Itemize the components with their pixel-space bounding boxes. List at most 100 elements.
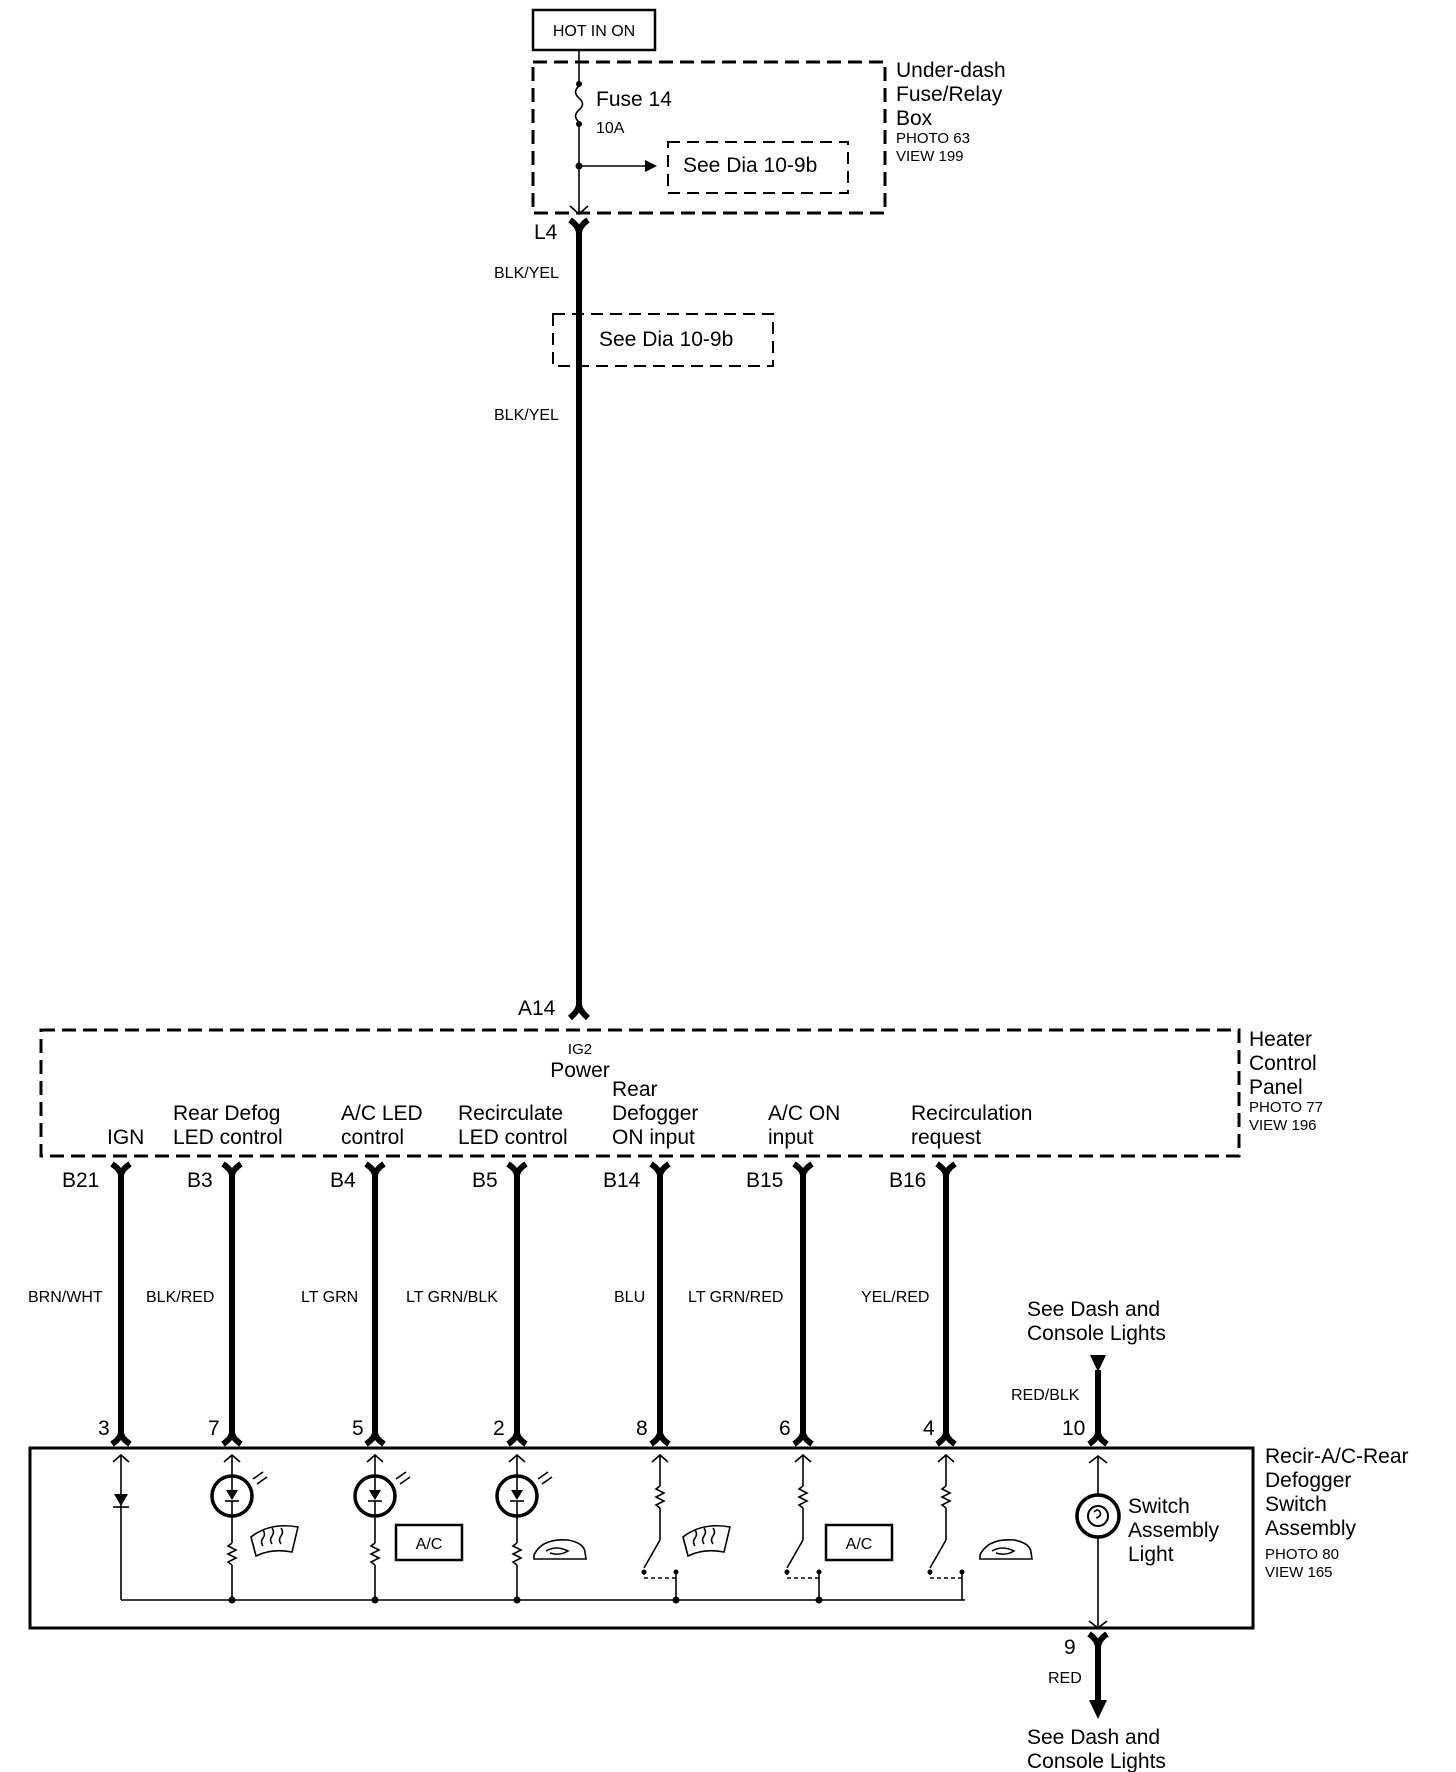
rear-defogger-switch-symbol-icon bbox=[682, 1524, 731, 1558]
dash-lights-top-2: Console Lights bbox=[1027, 1322, 1166, 1345]
function-ac-on-1: A/C ON bbox=[768, 1102, 840, 1125]
signal-wire-4 bbox=[506, 1161, 528, 1463]
pin-b14: B14 bbox=[603, 1169, 641, 1192]
power-source-label: HOT IN ON bbox=[553, 23, 635, 40]
switch-assembly-view: VIEW 165 bbox=[1265, 1564, 1333, 1581]
wire-color-lt-grn-blk: LT GRN/BLK bbox=[406, 1289, 498, 1306]
switch-pin-4: 4 bbox=[923, 1417, 935, 1440]
function-ign: IGN bbox=[107, 1126, 144, 1149]
signal-wires bbox=[110, 1161, 957, 1463]
wire-color-blk-red: BLK/RED bbox=[146, 1289, 214, 1306]
function-ac-led-2: control bbox=[341, 1126, 404, 1149]
dash-lights-top-1: See Dash and bbox=[1027, 1298, 1160, 1321]
wire-color-yel-red: YEL/RED bbox=[861, 1289, 929, 1306]
heater-panel-title-1: Heater bbox=[1249, 1028, 1312, 1051]
heater-panel-photo: PHOTO 77 bbox=[1249, 1099, 1323, 1116]
main-wire-color-1: BLK/YEL bbox=[494, 265, 559, 282]
switch-pin-5: 5 bbox=[352, 1417, 364, 1440]
fuse-box-title-2: Fuse/Relay bbox=[896, 83, 1003, 106]
ac-on-switch-icon bbox=[784, 1456, 822, 1600]
heater-panel-outline bbox=[39, 1028, 1241, 1158]
ac-led-icon bbox=[353, 1456, 411, 1600]
switch-assembly-outline bbox=[28, 1446, 1255, 1630]
signal-wire-3 bbox=[364, 1161, 386, 1463]
heater-panel-view: VIEW 196 bbox=[1249, 1117, 1317, 1134]
rear-defogger-icon bbox=[250, 1524, 299, 1558]
fuse-box-outline bbox=[531, 60, 887, 215]
pin-b16: B16 bbox=[889, 1169, 926, 1192]
dash-lights-bottom-1: See Dash and bbox=[1027, 1726, 1160, 1749]
dash-lights-bottom-2: Console Lights bbox=[1027, 1750, 1166, 1772]
see-dia-label-1[interactable]: See Dia 10-9b bbox=[683, 154, 817, 177]
rear-defog-led-icon bbox=[210, 1456, 268, 1600]
signal-wire-7 bbox=[935, 1161, 957, 1463]
fuse-name: Fuse 14 bbox=[596, 88, 672, 111]
wire-color-blu: BLU bbox=[614, 1289, 645, 1306]
switch-pin-10: 10 bbox=[1062, 1417, 1085, 1440]
wire-color-brn-wht: BRN/WHT bbox=[28, 1289, 103, 1306]
switch-assembly-title-3: Switch bbox=[1265, 1493, 1327, 1516]
wire-color-lt-grn: LT GRN bbox=[301, 1289, 358, 1306]
fuse-box-title-3: Box bbox=[896, 107, 933, 130]
power-source-box bbox=[531, 8, 657, 52]
recirculation-switch-icon bbox=[927, 1456, 965, 1600]
fuse-rating: 10A bbox=[596, 120, 625, 137]
main-wire-color-2: BLK/YEL bbox=[494, 407, 559, 424]
recirculation-car-icon bbox=[533, 1538, 587, 1560]
switch-pin-9: 9 bbox=[1064, 1636, 1076, 1659]
wire-color-lt-grn-red: LT GRN/RED bbox=[688, 1289, 783, 1306]
switch-assembly-title-1: Recir-A/C-Rear bbox=[1265, 1445, 1409, 1468]
switch-pin-7: 7 bbox=[208, 1417, 220, 1440]
dash-lights-bottom-wire: RED bbox=[1048, 1670, 1082, 1687]
pin-b21: B21 bbox=[62, 1169, 99, 1192]
function-ac-led-1: A/C LED bbox=[341, 1102, 423, 1125]
dash-lights-top-wire: RED/BLK bbox=[1011, 1387, 1080, 1404]
pin-b5: B5 bbox=[472, 1169, 498, 1192]
function-rear-defogger-1: Rear bbox=[612, 1078, 658, 1101]
ac-indicator-label: A/C bbox=[416, 1536, 443, 1553]
function-recirculate-led-1: Recirculate bbox=[458, 1102, 563, 1125]
ac-switch-box bbox=[824, 1523, 894, 1562]
heater-panel-title-3: Panel bbox=[1249, 1076, 1303, 1099]
see-dia-box-2[interactable] bbox=[552, 313, 774, 367]
signal-wire-6 bbox=[792, 1161, 814, 1463]
signal-wire-1 bbox=[110, 1161, 132, 1463]
fuse-box-view: VIEW 199 bbox=[896, 148, 964, 165]
function-recirc-request-1: Recirculation bbox=[911, 1102, 1032, 1125]
light-label-1: Switch bbox=[1128, 1495, 1190, 1518]
light-bulb-icon bbox=[1075, 1493, 1121, 1539]
function-ac-on-2: input bbox=[768, 1126, 814, 1149]
switch-internals: A/C A/C Switch Assembly Light bbox=[113, 1454, 1220, 1630]
function-rear-defog-led-2: LED control bbox=[173, 1126, 283, 1149]
ac-indicator-box bbox=[394, 1523, 464, 1562]
dash-lights-bottom-arrow bbox=[1089, 1700, 1107, 1719]
dash-lights-top-arrow bbox=[1090, 1355, 1106, 1372]
terminal-a14: A14 bbox=[518, 997, 556, 1020]
diode-icon bbox=[114, 1494, 128, 1506]
signal-wire-5 bbox=[649, 1161, 671, 1463]
switch-pin-2: 2 bbox=[493, 1417, 505, 1440]
signal-wire-2 bbox=[221, 1161, 243, 1463]
switch-pin-3: 3 bbox=[98, 1417, 110, 1440]
see-dia-label-2[interactable]: See Dia 10-9b bbox=[599, 328, 733, 351]
switch-assembly-title-2: Defogger bbox=[1265, 1469, 1351, 1492]
pin-b4: B4 bbox=[330, 1169, 356, 1192]
function-recirculate-led-2: LED control bbox=[458, 1126, 568, 1149]
connector-l4: L4 bbox=[534, 221, 558, 244]
switch-assembly-title-4: Assembly bbox=[1265, 1517, 1357, 1540]
switch-pin-8: 8 bbox=[636, 1417, 648, 1440]
function-rear-defog-led-1: Rear Defog bbox=[173, 1102, 280, 1125]
recirculate-led-icon bbox=[495, 1456, 553, 1600]
rear-defogger-switch-icon bbox=[641, 1456, 679, 1600]
light-label-2: Assembly bbox=[1128, 1519, 1220, 1542]
ac-switch-label: A/C bbox=[846, 1536, 873, 1553]
function-rear-defogger-2: Defogger bbox=[612, 1102, 698, 1125]
function-recirc-request-2: request bbox=[911, 1126, 981, 1149]
pin-b15: B15 bbox=[746, 1169, 783, 1192]
switch-assembly-photo: PHOTO 80 bbox=[1265, 1546, 1339, 1563]
heater-panel-power: Power bbox=[550, 1059, 610, 1082]
light-label-3: Light bbox=[1128, 1543, 1174, 1566]
heater-panel-ig2: IG2 bbox=[568, 1041, 592, 1058]
function-rear-defogger-3: ON input bbox=[612, 1126, 695, 1149]
